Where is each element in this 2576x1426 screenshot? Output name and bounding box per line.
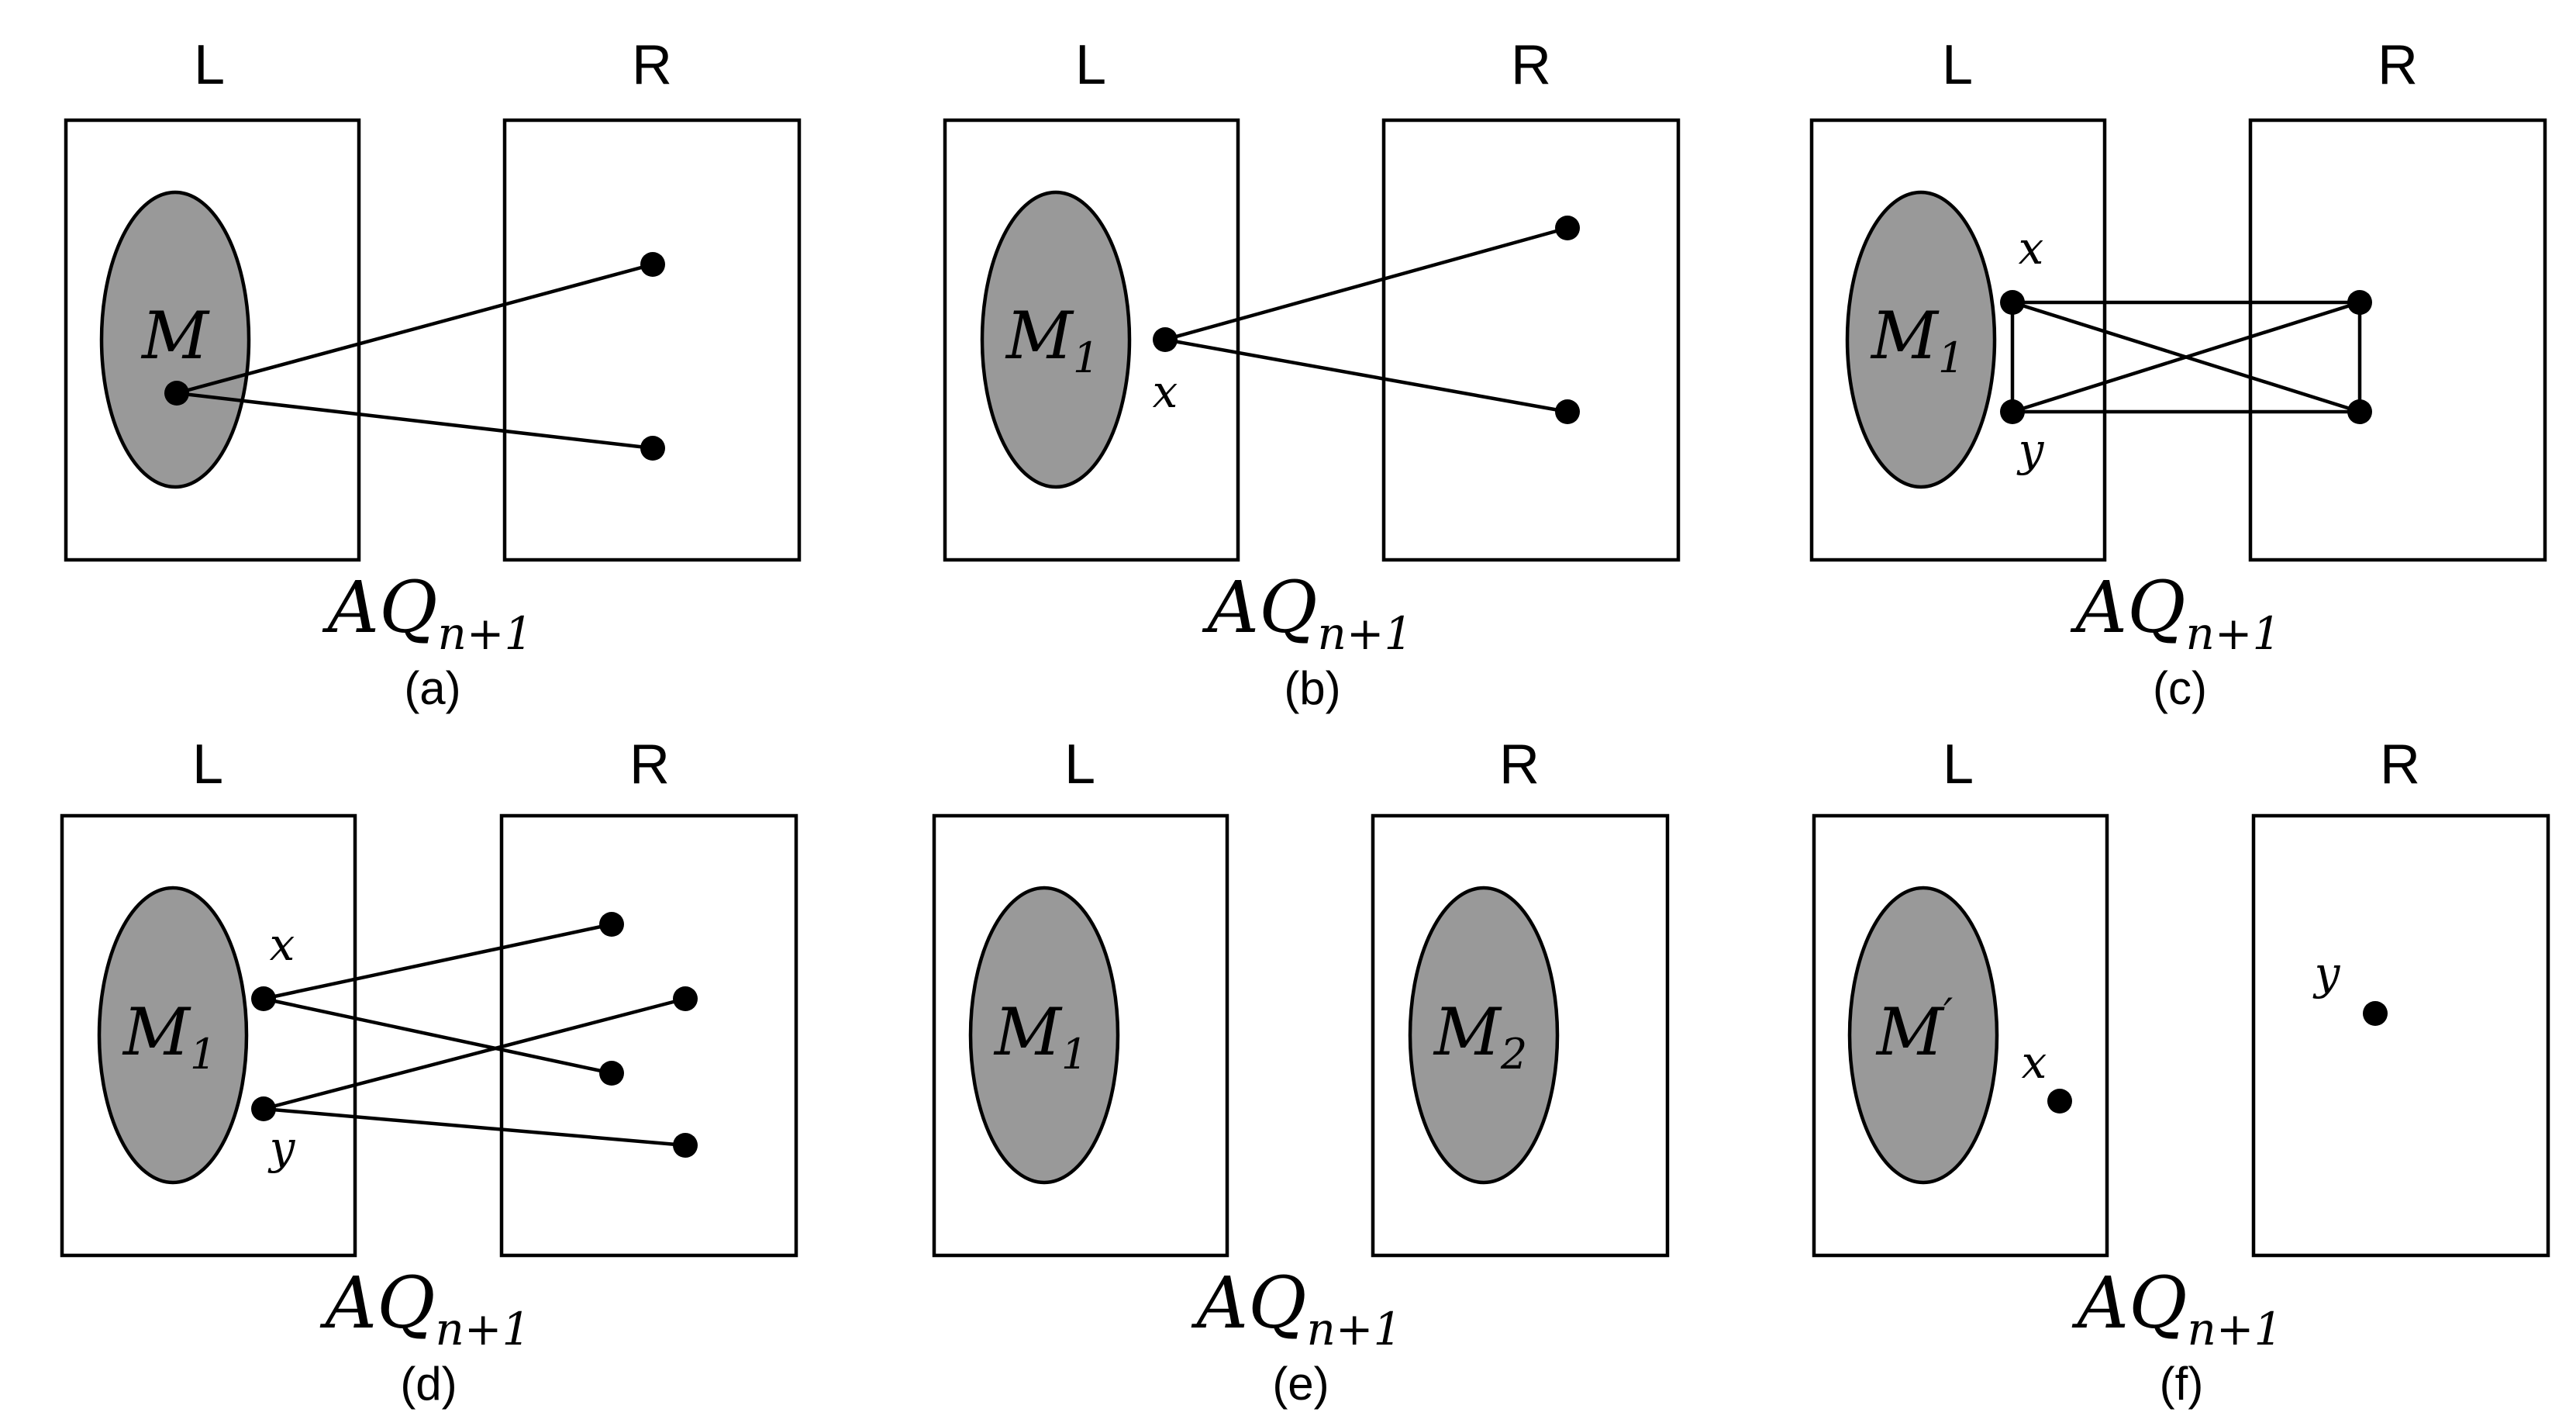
cross-edge [263,1107,686,1148]
vertex-label-y: y [2016,423,2045,476]
left-half-label: L [1064,734,1095,796]
left-subgraph-blob [1847,886,1999,1185]
right-half-label: R [632,34,672,96]
vertex-label-x: x [270,918,295,971]
panel-f: L R M′ x y AQn+1 (f) [1812,734,2550,1410]
right-half-label: R [2380,734,2420,796]
vertex-x [251,986,276,1011]
panel-caption: (d) [400,1358,457,1410]
left-subgraph-blob [1845,190,1997,489]
cross-edge [176,262,653,395]
panel-caption: (e) [1272,1358,1329,1410]
vertex-y [251,1096,276,1121]
cross-edge [263,996,686,1111]
panel-d: L R M1 x y AQn+1 (d) [60,734,798,1410]
graph-label: AQn+1 [1191,1262,1402,1355]
left-half-label: L [194,34,225,96]
right-subgraph-label: M2 [1433,994,1527,1079]
vertex [1555,399,1580,424]
graph-label: AQn+1 [2070,566,2281,660]
left-half-label: L [192,734,223,796]
right-half-box [2251,813,2550,1258]
vertex [640,252,665,277]
vertex-x [2047,1089,2072,1114]
vertex [673,986,698,1011]
left-half-label: L [1075,34,1106,96]
graph-label: AQn+1 [322,566,533,660]
right-half-box [502,118,802,562]
panel-e: L R M1 M2 AQn+1 (e) [932,734,1670,1410]
right-half-label: R [629,734,670,796]
left-subgraph-label: M1 [122,994,216,1079]
vertex [640,436,665,461]
right-half-label: R [1499,734,1540,796]
right-half-box [1381,118,1681,562]
cross-edge [2012,300,2360,414]
vertex-y [2000,399,2025,424]
left-subgraph-label: M1 [993,994,1088,1079]
left-subgraph-label: M1 [1870,298,1964,382]
vertex [599,1061,624,1086]
left-subgraph-blob [99,190,251,489]
vertex [673,1133,698,1158]
vertex [599,912,624,937]
vertex [1555,216,1580,240]
panel-caption: (c) [2153,662,2207,714]
panel-c: L R M1 x y AQn+1 (c) [1809,34,2547,714]
vertex-label-x: x [2019,222,2044,274]
vertex-label-y: y [2312,947,2341,1000]
panel-caption: (b) [1284,662,1340,714]
vertex [2347,399,2372,424]
cross-edge [1164,226,1568,342]
graph-label: AQn+1 [319,1262,531,1355]
panel-b: L R M1 x AQn+1 (b) [943,34,1681,714]
vertex [164,381,189,406]
left-subgraph-label: M1 [1005,298,1099,382]
left-subgraph-blob [980,190,1132,489]
panel-caption: (a) [404,662,460,714]
cross-edge [263,922,612,1001]
right-half-box [2248,118,2547,562]
right-subgraph-blob [1408,886,1560,1185]
vertex-label-x: x [2022,1036,2047,1089]
graph-label: AQn+1 [1202,566,1413,660]
left-half-label: L [1942,34,1973,96]
right-half-label: R [2378,34,2418,96]
cross-edge [1164,337,1568,414]
left-subgraph-blob [968,886,1120,1185]
cross-edge [263,996,612,1076]
vertex [2347,290,2372,315]
left-subgraph-blob [97,886,249,1185]
vertex-label-x: x [1153,365,1178,418]
panel-a: L R M AQn+1 (a) [64,34,802,714]
left-subgraph-label: M′ [1875,989,1953,1070]
cross-edge [176,391,653,451]
left-subgraph-label: M [140,298,210,374]
vertex-x [2000,290,2025,315]
vertex-y [2363,1001,2388,1026]
vertex-x [1153,327,1178,352]
vertex-label-y: y [267,1121,296,1174]
graph-label: AQn+1 [2071,1262,2283,1355]
right-half-label: R [1511,34,1551,96]
left-half-label: L [1943,734,1974,796]
panel-caption: (f) [2160,1358,2204,1410]
